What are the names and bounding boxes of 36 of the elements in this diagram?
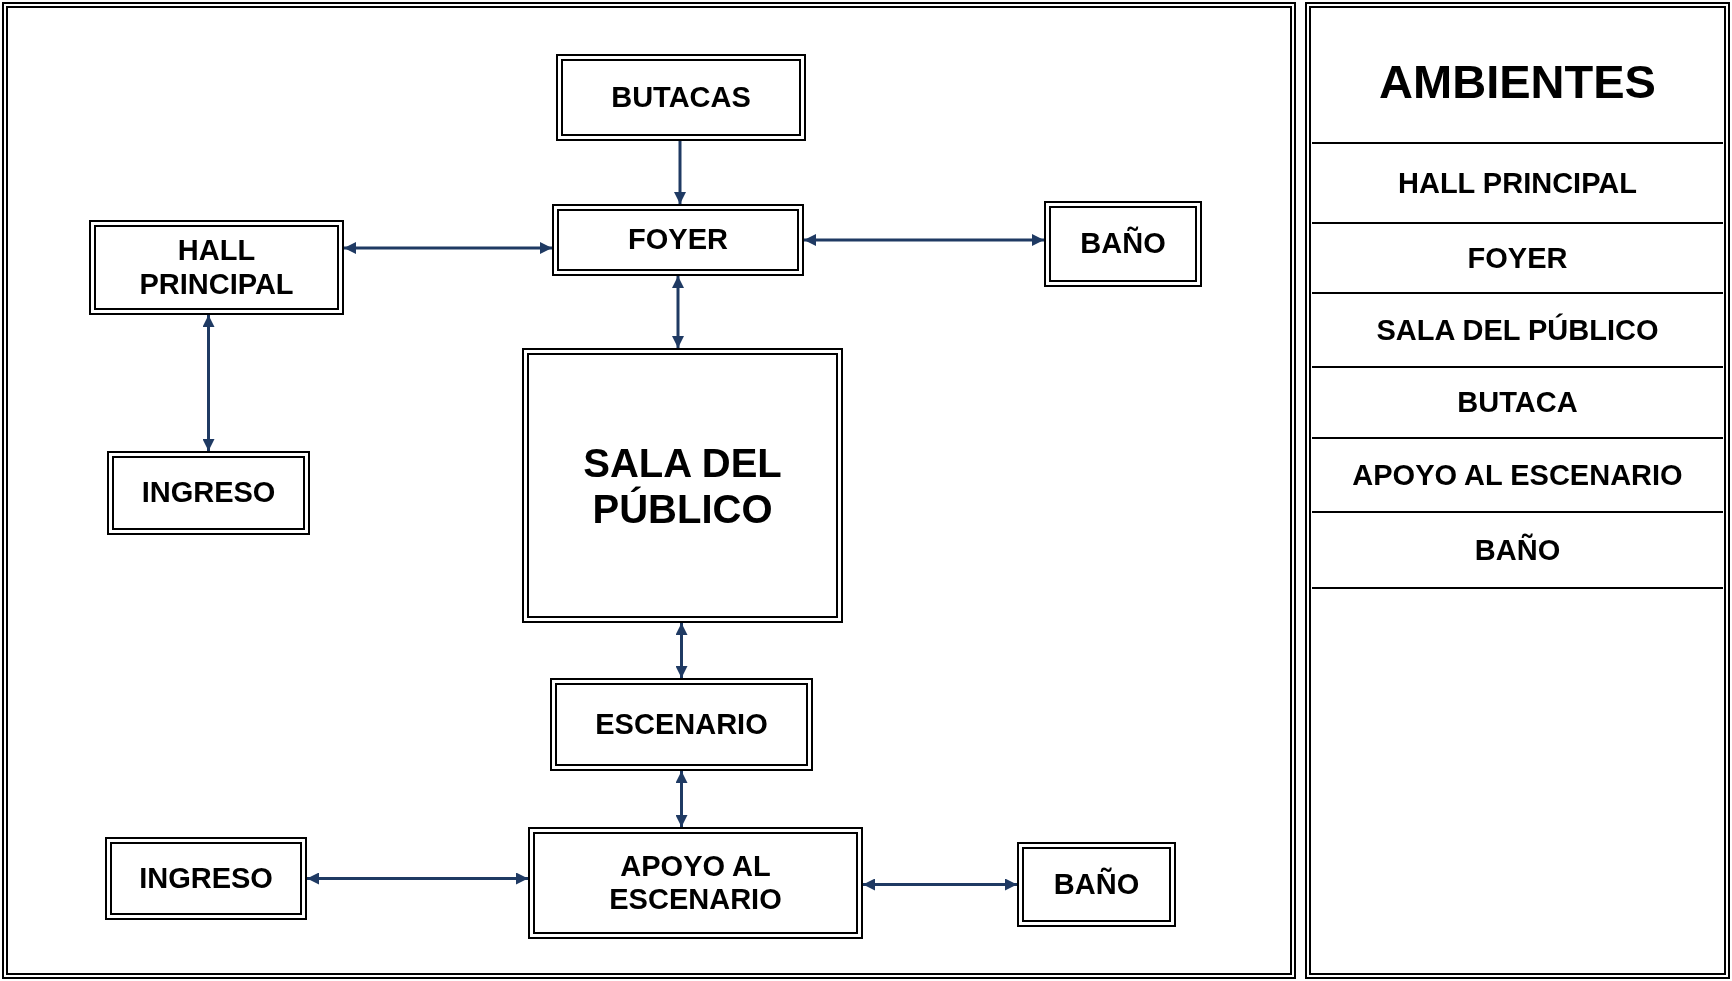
room-box (89, 220, 344, 315)
room-label: SALA DEL PÚBLICO (582, 439, 783, 532)
room-box (556, 54, 806, 141)
room-box (528, 827, 863, 939)
connector-arrow (202, 315, 215, 451)
room-label: INGRESO (140, 476, 277, 510)
room-label: HALL PRINCIPAL (138, 234, 295, 301)
room-box (522, 348, 843, 623)
room-label: BAÑO (1052, 867, 1141, 902)
room-box (1017, 842, 1176, 927)
room-label: ESCENARIO (594, 707, 769, 742)
connector-arrow (804, 234, 1044, 246)
table-row: HALL PRINCIPAL (1312, 144, 1723, 224)
table-row: BUTACA (1312, 368, 1723, 439)
table-row: SALA DEL PÚBLICO (1312, 294, 1723, 368)
table-row: APOYO AL ESCENARIO (1312, 439, 1723, 513)
room-label: INGRESO (138, 861, 274, 896)
room-box (107, 451, 310, 535)
connector-arrow (672, 276, 684, 348)
connector-arrow (675, 623, 688, 678)
room-label: FOYER (627, 223, 729, 257)
connector-arrow (863, 878, 1017, 891)
room-label: BUTACAS (610, 80, 752, 115)
table-row: FOYER (1312, 224, 1723, 294)
table-heading: AMBIENTES (1312, 20, 1723, 144)
room-box (550, 678, 813, 771)
connector-arrow (674, 141, 686, 204)
room-label: BAÑO (1079, 227, 1167, 261)
connector-arrow (307, 872, 528, 885)
room-box (105, 837, 307, 920)
connector-arrow (344, 242, 552, 254)
table-row: BAÑO (1312, 513, 1723, 589)
room-box (1044, 201, 1202, 287)
room-box (552, 204, 804, 276)
connector-arrow (675, 771, 688, 827)
room-label: APOYO AL ESCENARIO (608, 849, 783, 917)
